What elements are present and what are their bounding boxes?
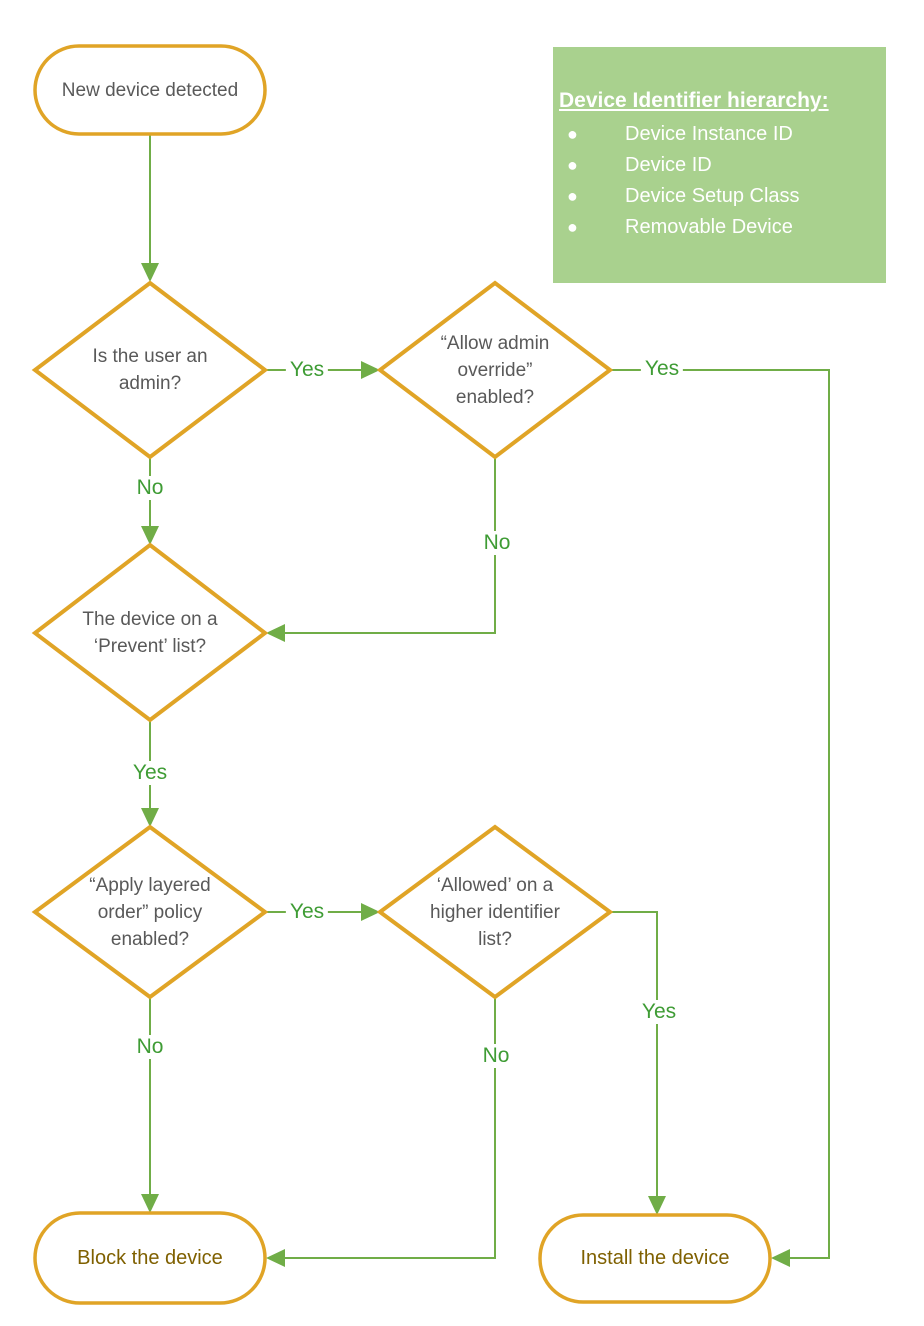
block-node-shape — [33, 1211, 267, 1305]
decision-higher-identifier: ‘Allowed’ on a higher identifier list? — [412, 855, 578, 969]
arrowhead-override-no-to-prevent — [266, 624, 285, 642]
decision-override-shape — [376, 280, 614, 460]
arrowhead-start-to-admin — [141, 263, 159, 282]
arrowhead-admin-no — [141, 526, 159, 545]
install-node-label: Install the device — [580, 1247, 730, 1269]
decision-admin-shape — [31, 280, 269, 460]
edge-label-override-yes: Yes — [640, 357, 684, 381]
decision-higher-identifier-label: ‘Allowed’ on a higher identifier list? — [430, 874, 560, 950]
edge-higher-no-to-block — [277, 997, 496, 1259]
infobox-item-label: Device Instance ID — [625, 123, 793, 145]
bullet-icon: ● — [567, 186, 578, 206]
block-node-label: Block the device — [77, 1246, 223, 1269]
edge-label-prevent-yes: Yes — [128, 761, 172, 785]
edge-label-higher-no: No — [478, 1044, 514, 1068]
device-identifier-hierarchy-box: Device Identifier hierarchy: ● Device In… — [553, 47, 886, 283]
edge-label-layered-no: No — [132, 1035, 168, 1059]
start-node-label: New device detected — [61, 79, 239, 101]
infobox-list: ● Device Instance ID ● Device ID ● Devic… — [559, 119, 878, 243]
decision-prevent-list-shape — [31, 542, 269, 723]
decision-override: “Allow admin override” enabled? — [425, 313, 565, 427]
edge-override-yes-to-install — [610, 369, 830, 1259]
infobox-item-label: Device ID — [625, 154, 712, 176]
arrowhead-higher-yes-to-install — [648, 1196, 666, 1215]
decision-admin-label: Is the user an admin? — [92, 346, 208, 394]
infobox-item-label: Device Setup Class — [625, 185, 800, 207]
decision-layered-order: “Apply layered order” policy enabled? — [75, 855, 225, 969]
decision-layered-order-label: “Apply layered order” policy enabled? — [89, 874, 211, 950]
edge-label-override-no: No — [479, 531, 515, 555]
arrowhead-layered-no-to-block — [141, 1194, 159, 1213]
infobox-title: Device Identifier hierarchy: — [559, 89, 829, 112]
edge-label-layered-yes: Yes — [285, 900, 329, 924]
arrowhead-layered-yes — [361, 903, 380, 921]
bullet-icon: ● — [567, 155, 578, 175]
edge-override-no-to-prevent — [277, 457, 496, 634]
infobox-item: ● Device ID — [559, 150, 878, 181]
start-node: New device detected — [45, 46, 255, 134]
arrowhead-prevent-yes — [141, 808, 159, 827]
arrowhead-override-yes-to-install — [771, 1249, 790, 1267]
bullet-icon: ● — [567, 124, 578, 144]
block-node: Block the device — [45, 1213, 255, 1303]
infobox-item: ● Removable Device — [559, 212, 878, 243]
edge-higher-yes-to-install — [610, 911, 658, 1211]
decision-higher-identifier-shape — [376, 824, 614, 1000]
arrowhead-admin-yes — [361, 361, 380, 379]
decision-layered-order-shape — [31, 824, 269, 1000]
infobox-item-label: Removable Device — [625, 216, 793, 238]
edge-label-admin-no: No — [132, 476, 168, 500]
install-node: Install the device — [550, 1215, 760, 1302]
start-node-shape — [33, 44, 267, 136]
infobox-item: ● Device Instance ID — [559, 119, 878, 150]
decision-override-label: “Allow admin override” enabled? — [440, 332, 550, 408]
bullet-icon: ● — [567, 217, 578, 237]
edge-label-higher-yes: Yes — [637, 1000, 681, 1024]
arrowhead-higher-no-to-block — [266, 1249, 285, 1267]
edge-label-admin-yes: Yes — [285, 358, 329, 382]
install-node-shape — [538, 1213, 772, 1304]
infobox-item: ● Device Setup Class — [559, 181, 878, 212]
decision-prevent-list-label: The device on a ‘Prevent’ list? — [82, 609, 218, 657]
decision-prevent-list: The device on a ‘Prevent’ list? — [70, 576, 230, 690]
decision-admin: Is the user an admin? — [75, 313, 225, 427]
